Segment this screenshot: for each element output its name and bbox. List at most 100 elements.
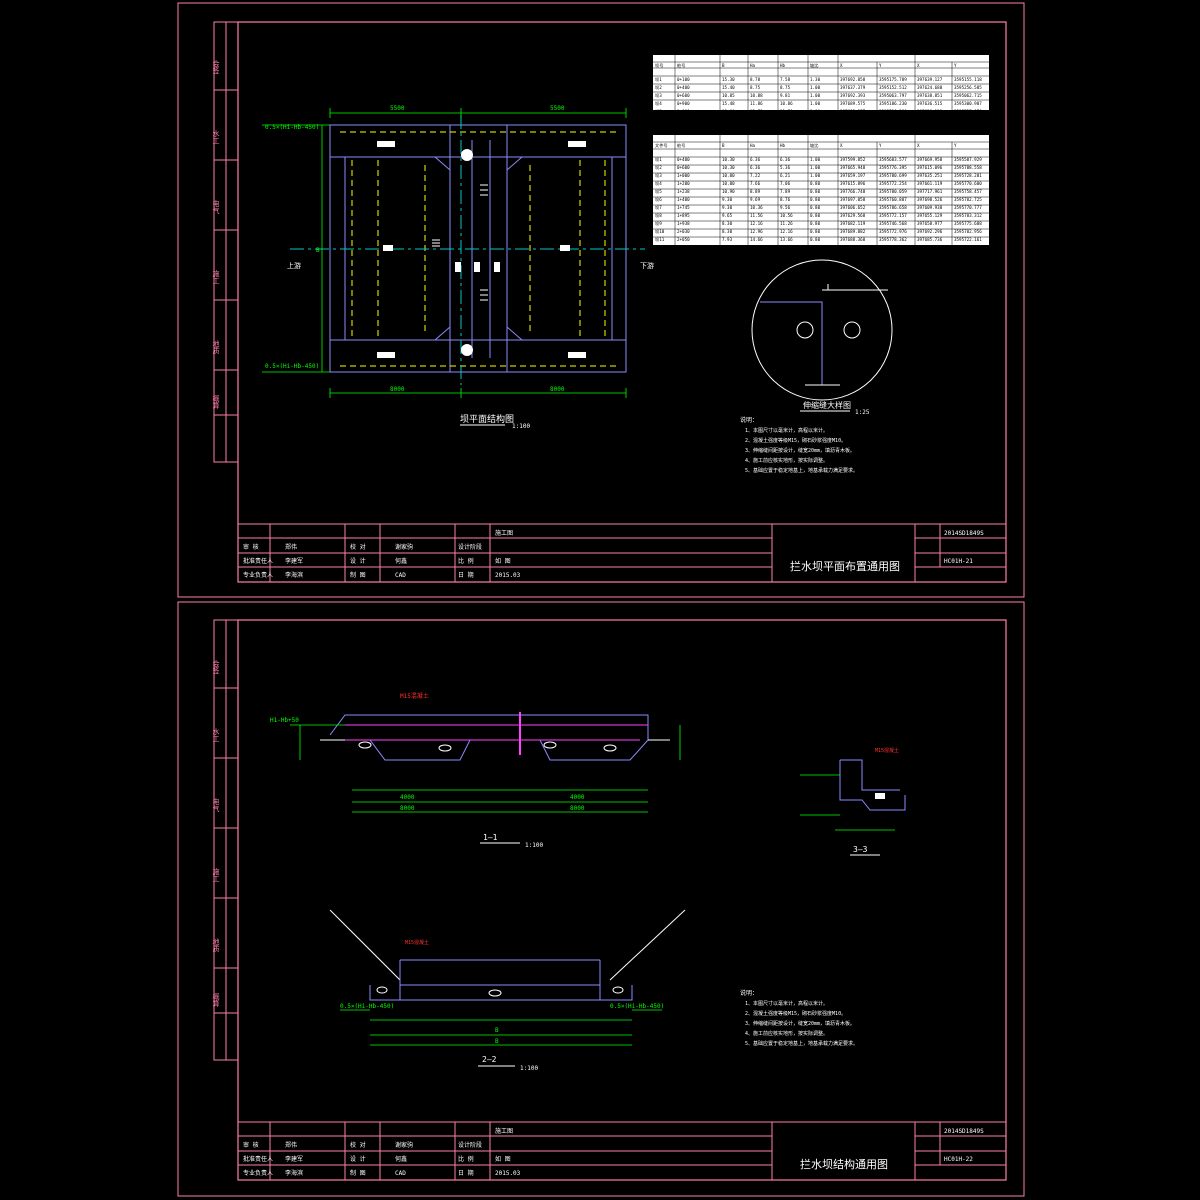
tb2-r3-c5: 日 期 [458, 1169, 474, 1177]
table2-cell: 1.00 [810, 173, 821, 178]
table1-cell: 397638.851 [917, 93, 943, 98]
tb2-project-no: 2014SD1849S [944, 1128, 984, 1135]
table2-cell: 坝2 [655, 164, 662, 171]
note-2-2: 2、混凝土强度等级M15，砌石砂浆强度M10。 [745, 1010, 846, 1017]
plan-elev-bottom: 0.5×(Hi-Hb-450) [265, 363, 319, 370]
tb2-r2-c5: 比 例 [458, 1155, 474, 1163]
table1-cell: 397637.379 [840, 85, 866, 90]
table2-cell: 6.36 [750, 165, 761, 170]
table1-cell: 1.00 [810, 93, 821, 98]
sheet2-margin-strip [213, 619, 239, 1061]
table1-header-7: Y [879, 63, 882, 68]
table2-cell: 3595776.395 [879, 165, 907, 170]
table2-cell: 6.36 [750, 157, 761, 162]
tb2-r1-c5: 设计阶段 [458, 1141, 482, 1149]
tb1-date: 2015.03 [495, 572, 521, 579]
section-3-3: M15混凝土 [800, 747, 906, 831]
plan-dim-8000-right: 8000 [550, 386, 565, 393]
margin-label-4: 施工 [212, 269, 220, 284]
table2-cell: 397599.852 [840, 157, 866, 162]
tb1-r3-c5: 日 期 [458, 571, 474, 579]
table2-cell: 1+895 [677, 213, 690, 218]
table2-cell: 0.80 [810, 221, 821, 226]
table1-cell: 397692.858 [840, 77, 866, 82]
table2-header-4: Hb [780, 143, 786, 148]
section-2-title: 2—2 [482, 1055, 497, 1064]
note-1-2: 2、混凝土强度等级M15，砌石砂浆强度M10。 [745, 437, 846, 444]
note-2-4: 4、施工前应核实地形，按实际调整。 [745, 1030, 828, 1037]
table2-cell: 1+200 [677, 181, 690, 186]
table2-cell: 0.80 [810, 245, 821, 250]
table2-cell: 397766.748 [840, 189, 866, 194]
table2-cell: 3595782.725 [954, 197, 982, 202]
section-3-title: 3—3 [853, 845, 868, 854]
table2-cell: 397615.096 [917, 165, 943, 170]
table1-cell: 0+400 [677, 85, 690, 90]
table2-cell: 0.80 [810, 181, 821, 186]
table2-cell: 9.65 [722, 213, 733, 218]
table2-cell: 坝6 [655, 196, 662, 203]
detail-scale: 1:25 [855, 409, 870, 416]
sheet2-inner-frame [237, 619, 1007, 1181]
sec1-elev: H1-Hb+50 [270, 717, 299, 724]
tb2-r2-c1: 批准责任人 [243, 1155, 273, 1163]
table1-cell: 1.30 [810, 77, 821, 82]
table1-cell: 397689.575 [840, 101, 866, 106]
title-block-1 [237, 523, 1007, 583]
margin-label-1: 会签 [212, 59, 220, 74]
table2-cell: 397659.197 [840, 173, 866, 178]
table2-cell: 397717.961 [917, 189, 943, 194]
table1-cell: 11.79 [780, 109, 793, 114]
table2-cell: 10.30 [722, 157, 735, 162]
table2-cell: 坝11 [655, 236, 665, 243]
coordinate-table-2 [653, 135, 989, 245]
table2-cell: 13.66 [780, 237, 793, 242]
table2-cell: 6.21 [780, 173, 791, 178]
table2-cell: 3595772.254 [879, 181, 907, 186]
sec1-dim-1: 4000 [400, 794, 415, 801]
table1-cell: 1.00 [810, 109, 821, 114]
table2-cell: 0.80 [810, 229, 821, 234]
plan-elev-top: 0.5×(Hi-Hb-450) [265, 124, 319, 131]
table1-cell: 397692.393 [840, 93, 866, 98]
table2-header-9: Y [954, 143, 957, 148]
table2-cell: 3595783.312 [954, 213, 982, 218]
table2-cell: 0.80 [810, 237, 821, 242]
table2-cell: 397689.882 [840, 229, 866, 234]
table1-cell: 8.75 [780, 85, 791, 90]
note-2-3: 3、伸缩缝间距按设计，缝宽20mm，填沥青木板。 [745, 1020, 855, 1027]
joint-marker-b [461, 344, 473, 356]
note-1-3: 3、伸缩缝间距按设计，缝宽20mm，填沥青木板。 [745, 447, 855, 454]
table2-cell: 7.06 [780, 181, 791, 186]
table2-cell: 3595587.929 [954, 157, 982, 162]
table1-header-4: Hb [780, 63, 786, 68]
table2-cell: 12.16 [780, 229, 793, 234]
table1-cell: 10.88 [750, 93, 763, 98]
table2-cell: 3595760.887 [879, 197, 907, 202]
plan-dim-5500-left: 5500 [390, 105, 405, 112]
table2-cell: 8.10 [722, 245, 733, 250]
table2-cell: 坝10 [655, 228, 665, 235]
table2-cell: 9.56 [780, 205, 791, 210]
table2-cell: 397688.368 [840, 237, 866, 242]
table2-cell: 3595780.059 [879, 189, 907, 194]
table2-header-0: 文件号 [655, 142, 668, 149]
tb1-r2-c3: 设 计 [350, 557, 366, 565]
table2-header-3: Ha [750, 143, 756, 148]
tb2-r1-c2: 郑伟 [285, 1141, 297, 1149]
tb2-r1-c4: 谢家驹 [395, 1141, 413, 1149]
table2-cell: 0+600 [677, 165, 690, 170]
table2-header-6: X [840, 143, 843, 148]
table1-cell: 0+100 [677, 77, 690, 82]
tb1-r1-c2: 郑伟 [285, 543, 297, 551]
table1-cell: 15.40 [722, 85, 735, 90]
table2-cell: 坝4 [655, 180, 662, 187]
table2-cell: 397697.058 [840, 197, 866, 202]
table1-cell: 3595062.715 [954, 93, 982, 98]
table1-cell: 397692.377 [840, 109, 866, 114]
table1-cell: 8.78 [750, 77, 761, 82]
table1-cell: 9.81 [780, 93, 791, 98]
notes-title-1: 说明： [740, 416, 758, 424]
tb2-r3-c2: 李海滨 [285, 1169, 303, 1177]
table2-cell: 2+030 [677, 229, 690, 234]
